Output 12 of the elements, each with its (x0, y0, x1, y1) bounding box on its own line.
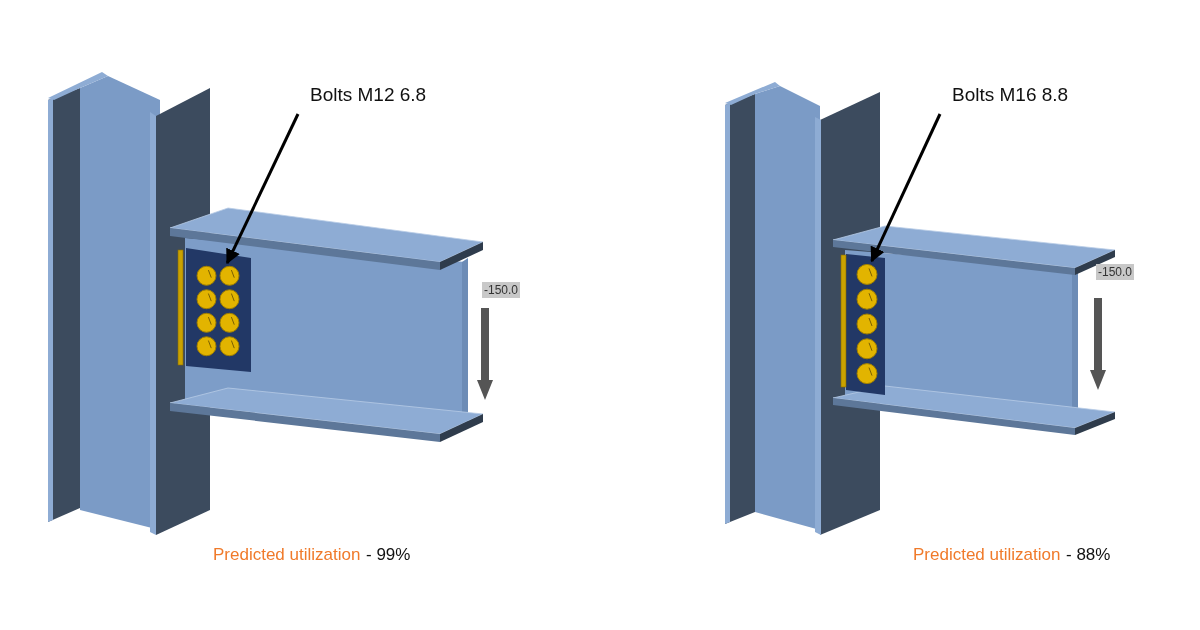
result-label: Predicted utilization (913, 545, 1061, 565)
load-value: -150.0 (1096, 264, 1135, 280)
callout-label: Bolts M12 6.8 (310, 84, 450, 110)
leader-arrow (225, 113, 300, 265)
callout-label: Bolts M16 8.8 (952, 84, 1092, 110)
load-value: -150.0 (482, 282, 521, 298)
bolt-group (195, 264, 241, 358)
leader-arrow (870, 113, 942, 263)
result-value: - 88% (1066, 545, 1111, 565)
result-label: Predicted utilization (213, 545, 361, 565)
bolt-group (855, 262, 879, 386)
result-value: - 99% (366, 545, 411, 565)
